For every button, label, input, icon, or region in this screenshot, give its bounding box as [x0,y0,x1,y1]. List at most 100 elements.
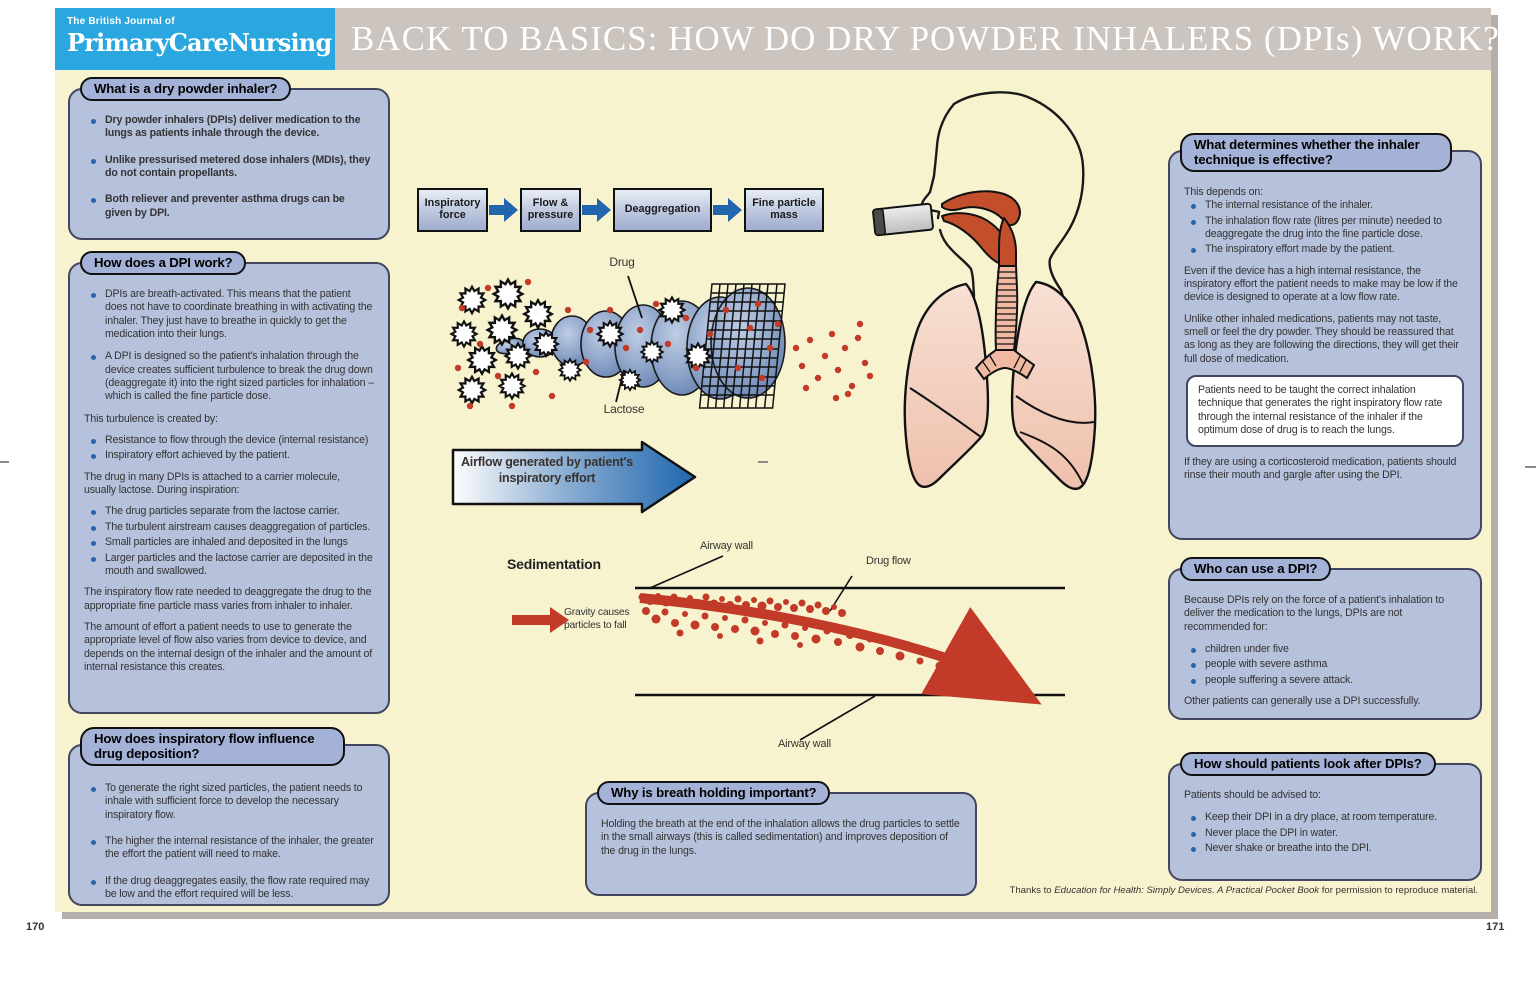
leader-line [799,695,876,741]
list-item: The higher the internal resistance of th… [84,835,374,862]
drug-particles [454,278,874,410]
list-item-text: people suffering a severe attack. [1205,673,1353,686]
list-item: The drug particles separate from the lac… [84,505,374,518]
journal-logo-name: PrimaryCareNursing [67,28,332,57]
paragraph: Unlike other inhaled medications, patien… [1184,312,1459,365]
list-item-text: The turbulent airstream causes deaggrega… [105,520,371,533]
gravity-legend-label: Gravity causes particles to fall [564,607,630,631]
thanks-prefix: Thanks to [1009,885,1055,896]
list-item: Larger particles and the lactose carrier… [84,552,374,579]
bullet-icon [91,454,96,460]
header-band: BACK TO BASICS: HOW DO DRY POWDER INHALE… [335,8,1499,70]
panel-insp-flow-title: How does inspiratory flow influence drug… [80,727,345,767]
bullet-icon [91,119,96,124]
bullet-icon [1191,831,1196,837]
drug-flow-label: Drug flow [866,555,911,567]
list-item-text: Never place the DPI in water. [1205,826,1338,839]
bullet-icon [1191,248,1196,254]
list-item: Both reliever and preventer asthma drugs… [84,193,374,220]
flow-diagram: Inspiratory force Flow & pressure Deaggr… [417,188,824,232]
thanks-suffix: for permission to reproduce material. [1319,885,1478,896]
lungs [903,280,1097,491]
list-item-text: Unlike pressurised metered dose inhalers… [105,153,371,180]
bullet-icon [91,525,96,531]
panel-what-is-dpi: What is a dry powder inhaler? Dry powder… [68,77,390,240]
list-item: The internal resistance of the inhaler. [1184,199,1466,212]
panel-who-can-title: Who can use a DPI? [1180,557,1332,582]
panel-technique-effective: What determines whether the inhaler tech… [1168,133,1482,540]
list-item-text: people with severe asthma [1205,658,1328,671]
bullet-icon [1191,219,1196,225]
panel-look-after-title: How should patients look after DPIs? [1180,752,1436,777]
deaggregation-illustration [450,275,874,410]
paragraph: The amount of effort a patient needs to … [84,620,372,673]
list-item: people suffering a severe attack. [1184,674,1466,687]
list-item: To generate the right sized particles, t… [84,782,374,822]
list-item: DPIs are breath-activated. This means th… [84,288,374,341]
list-item: Never place the DPI in water. [1184,827,1466,840]
trachea [994,265,1019,351]
flow-step-flow-pressure: Flow & pressure [520,188,581,232]
panel-look-after: How should patients look after DPIs? Pat… [1168,752,1482,881]
bullet-icon [91,787,96,792]
list-item-text: DPIs are breath-activated. This means th… [105,288,373,341]
page-number-left: 170 [26,921,45,933]
arrow-right-icon [582,198,611,222]
bullet-icon [1191,663,1196,669]
list-item-text: Both reliever and preventer asthma drugs… [105,193,345,219]
list-item-text: The internal resistance of the inhaler. [1205,199,1373,212]
airway-wall-top-label: Airway wall [700,540,753,552]
bullet-icon [1191,847,1196,853]
key-point-callout: Patients need to be taught the correct i… [1186,375,1464,447]
list-item-text: The higher the internal resistance of th… [105,835,374,861]
page-title: BACK TO BASICS: HOW DO DRY POWDER INHALE… [351,19,1500,58]
list-item-text: Resistance to flow through the device (i… [105,434,369,447]
paragraph: Even if the device has a high internal r… [1184,264,1458,304]
panel-technique-title: What determines whether the inhaler tech… [1180,133,1452,173]
inhaler-device-icon [872,202,934,237]
carrier-blobs [495,287,786,400]
page-background: The British Journal of PrimaryCareNursin… [55,8,1499,912]
list-item-text: Small particles are inhaled and deposite… [105,536,348,549]
list-item: Small particles are inhaled and deposite… [84,536,374,549]
panel-who-can-use: Who can use a DPI? Because DPIs rely on … [1168,557,1482,720]
thanks-note: Thanks to Education for Health: Simply D… [1009,885,1478,896]
sedimentation-title: Sedimentation [507,556,601,572]
bronchi [974,349,1036,381]
list-item-text: If the drug deaggregates easily, the flo… [105,874,370,901]
bullet-icon [1191,648,1196,654]
panel-what-is-title: What is a dry powder inhaler? [80,77,292,102]
list-item-text: A DPI is designed so the patient's inhal… [105,350,374,403]
panel-breath-title: Why is breath holding important? [597,781,831,806]
list-item: Keep their DPI in a dry place, at room t… [1184,811,1466,824]
paragraph: If they are using a corticosteroid medic… [1184,455,1457,481]
head-lungs-illustration [872,91,1097,491]
bullet-icon [1191,204,1196,210]
drug-leader-line [627,275,643,319]
flow-step-deaggregation: Deaggregation [613,188,712,232]
list-item: Never shake or breathe into the DPI. [1184,842,1466,855]
bullet-icon [91,541,96,547]
bullet-icon [91,158,96,164]
drug-label: Drug [609,255,635,269]
falling-particles [638,593,997,694]
bullet-icon [91,198,96,204]
arrow-right-icon [489,198,518,222]
list-item-text: Never shake or breathe into the DPI. [1205,842,1372,855]
panel-inspiratory-flow: How does inspiratory flow influence drug… [68,727,390,906]
lactose-label: Lactose [603,402,645,416]
list-item: people with severe asthma [1184,658,1466,671]
crop-mark [0,461,9,463]
paragraph: This turbulence is created by: [84,412,218,425]
list-item: The inspiratory effort made by the patie… [1184,243,1466,256]
bullet-icon [91,355,96,361]
panel-how-works-title: How does a DPI work? [80,251,247,276]
crop-mark [1525,466,1536,468]
flow-step-fine-particle-mass: Fine particle mass [744,188,824,232]
paragraph: Other patients can generally use a DPI s… [1184,695,1421,708]
list-item: If the drug deaggregates easily, the flo… [84,875,374,902]
airway-wall-bottom-label: Airway wall [778,738,831,750]
panel-breath-holding: Why is breath holding important? Holding… [585,781,977,896]
journal-logo-small-text: The British Journal of [67,16,175,27]
gravity-arrow-icon [512,607,569,633]
